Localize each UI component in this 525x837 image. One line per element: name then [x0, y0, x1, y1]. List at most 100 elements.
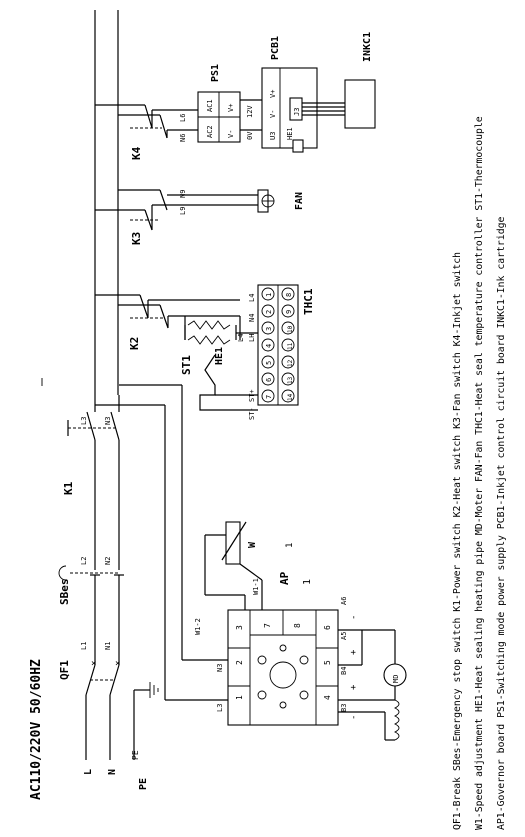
k3-contact-n [159, 189, 168, 211]
inkc1-cartridge [344, 79, 376, 129]
ap-label-n3: N3 [216, 664, 224, 672]
qf1-x1: × [91, 659, 96, 669]
thc1-pin-11: 11 [287, 342, 294, 350]
supply-label: AC110/220V 50/60HZ [29, 659, 44, 800]
k3-n9: N9 [179, 190, 187, 198]
legend-line-3: AP1-Governor board PS1-Switching mode po… [496, 216, 507, 830]
ap-hole-6 [279, 701, 287, 709]
pcb1-he1: HE1 [286, 127, 294, 140]
k3-l9: L9 [179, 207, 187, 215]
thc1-pin-6: 6 [265, 378, 273, 382]
ap-pin-6: 6 [323, 625, 332, 630]
k4-l6: L6 [179, 114, 187, 122]
thc1-pin-14: 14 [287, 393, 294, 401]
ap-pin-8: 8 [293, 623, 302, 628]
he1-label: HE1 [214, 347, 225, 365]
qf1-x2: × [115, 659, 120, 669]
inductor-coil [393, 699, 400, 741]
qf1-l1: L1 [80, 642, 88, 650]
w1-1-label: W1-1 [252, 578, 260, 595]
ap-label: AP [278, 571, 291, 585]
k1-contact-n [110, 411, 120, 441]
thc1-label: THC1 [302, 288, 315, 315]
md-label: MD [392, 675, 400, 683]
thc1-pin-2: 2 [265, 310, 273, 314]
ap-hole-center [269, 661, 297, 689]
k2-contact-l [139, 294, 149, 319]
thc1-pin-13: 13 [287, 376, 294, 384]
ap-hole-3 [257, 690, 267, 700]
thc1-st-minus: ST- [248, 407, 256, 420]
k4-n6: N6 [179, 134, 187, 142]
thc1-pin-10: 10 [287, 325, 294, 333]
ap-hole-5 [279, 644, 287, 652]
ap-hole-4 [299, 690, 309, 700]
w1-out [239, 563, 263, 581]
ap-label-b4: B4 [340, 667, 348, 675]
thc1-pin-8: 8 [285, 293, 293, 297]
terminal-l: L [83, 769, 94, 775]
ap-label-a5: A5 [340, 632, 348, 640]
ps1-ac2: AC2 [206, 125, 214, 138]
k3-label: K3 [130, 232, 143, 245]
k4-label: K4 [130, 146, 143, 160]
w1-2-label: W1-2 [194, 618, 202, 635]
k1-contact-l [86, 411, 96, 441]
ps1-ac1: AC1 [206, 99, 214, 112]
ap-sign-minus-2: - [349, 615, 359, 620]
ps1-12v: 12V [246, 105, 254, 118]
ap-pin-4: 4 [323, 695, 332, 700]
k1-l3: L3 [80, 417, 88, 425]
pcb1-label: PCB1 [270, 36, 281, 60]
w1-wiper [221, 521, 247, 561]
ap-number: 1 [302, 579, 313, 585]
ps1-0v: 0V [246, 131, 254, 140]
ap-pin-3: 3 [235, 625, 244, 630]
qf1-label: QF1 [58, 660, 71, 680]
terminal-n: N [107, 769, 118, 775]
he1-resistor-2 [187, 335, 231, 345]
pcb1-j3: J3 [293, 108, 301, 116]
pcb1-v-plus: V+ [269, 90, 277, 98]
legend-line-2: W1-Speed adjustment HE1-Heat sealing hea… [474, 116, 485, 830]
terminal-pe-small: PE [131, 750, 140, 760]
ap-label-b3: B3 [340, 704, 348, 712]
thc1-pin-1: 1 [265, 293, 273, 297]
k2-contact-n [159, 304, 169, 329]
thc1-pin-3: 3 [265, 327, 273, 331]
inkc1-label: INKC1 [362, 32, 373, 62]
ap-sign-plus-2: + [349, 649, 359, 655]
k1-label: K1 [62, 481, 75, 495]
thc1-side-lh: LH [248, 334, 256, 342]
k2-label: K2 [128, 337, 141, 350]
ap-hole-2 [299, 655, 309, 665]
sbes-button-icon [58, 565, 67, 581]
pcb1-v-minus: V- [269, 110, 277, 118]
ap-label-l3: L3 [216, 704, 224, 712]
ps1-v-minus: V- [227, 130, 235, 138]
ps1-v-plus: V+ [227, 104, 235, 112]
w-label: W [247, 541, 258, 548]
ap-label-a6: A6 [340, 597, 348, 605]
k1-n3: N3 [104, 417, 112, 425]
w-number: 1 [285, 543, 295, 548]
terminal-pe: PE [138, 778, 149, 790]
thc1-side-n4: N4 [248, 314, 256, 322]
fan-label: FAN [294, 192, 305, 210]
st1-label: ST1 [180, 355, 193, 375]
thc1-pin-4: 4 [265, 344, 273, 348]
k3-contact-l [144, 209, 153, 231]
qf1-n1: N1 [104, 642, 112, 650]
ps1-label: PS1 [210, 64, 221, 82]
thc1-pin-9: 9 [285, 310, 293, 314]
ap-pin-1: 1 [235, 695, 244, 700]
thc1-pins-top [261, 287, 295, 403]
thc1-pin-12: 12 [287, 359, 294, 367]
pcb1-j3-connector [289, 97, 303, 121]
thc1-side-l4: L4 [248, 294, 256, 302]
legend-line-1: QF1-Break SBes-Emergency stop switch K1-… [452, 252, 463, 830]
ap-hole-1 [257, 655, 267, 665]
ap-pin-2: 2 [235, 660, 244, 665]
sbes-label: SBes [58, 579, 71, 606]
ap-sign-minus-1: - [349, 715, 359, 720]
